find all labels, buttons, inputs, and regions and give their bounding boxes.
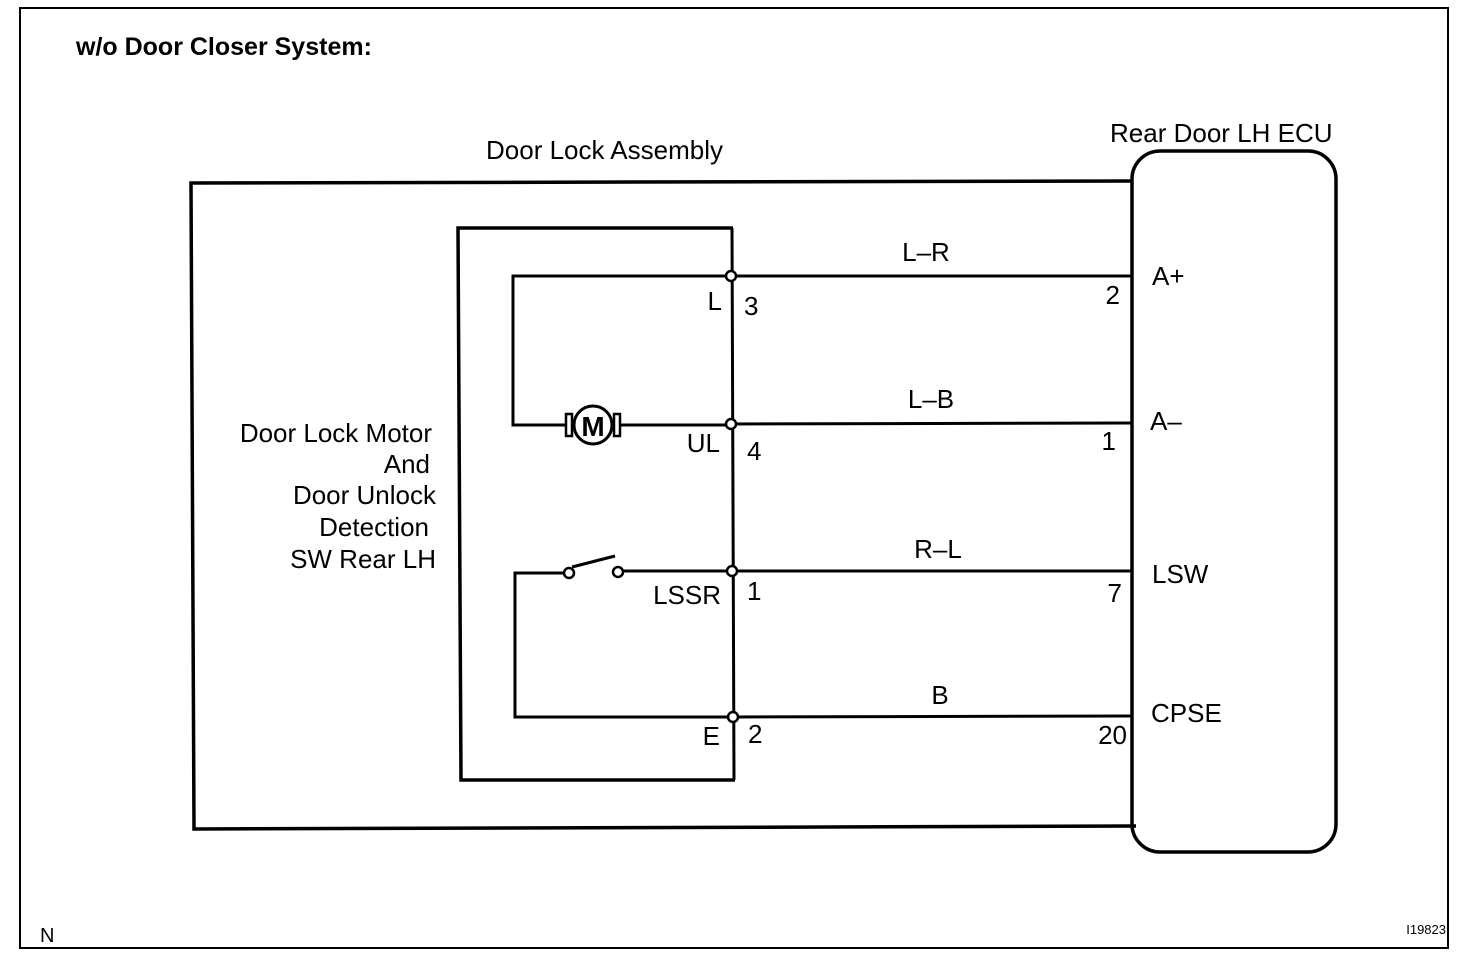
ecu-pin-number-a-plus: 2 [1106, 280, 1120, 310]
terminal-name-e: E [703, 721, 720, 751]
ecu-pin-number-lsw: 7 [1108, 578, 1122, 608]
ecu-pin-number-a-minus: 1 [1102, 426, 1116, 456]
wire-b [731, 714, 1133, 719]
wire-label-l-r: L–R [902, 237, 950, 267]
terminal-number-lssr: 1 [747, 576, 761, 606]
motor-loop-wire [511, 274, 731, 427]
ecu-pin-name-cpse: CPSE [1151, 698, 1222, 728]
terminal-name-lssr: LSSR [653, 580, 721, 610]
switch-loop-wire [513, 571, 732, 719]
ecu-label: Rear Door LH ECU [1110, 118, 1333, 148]
assembly-label: Door Lock Assembly [486, 135, 723, 165]
terminal-name-ul: UL [687, 428, 720, 458]
ecu-pin-name-a-plus: A+ [1152, 261, 1185, 291]
diagram-frame [19, 7, 1449, 949]
wire-l-b [730, 421, 1133, 426]
motor-icon: M [564, 404, 622, 446]
node-lssr [725, 564, 739, 578]
terminal-number-ul: 4 [747, 436, 761, 466]
ecu-pin-name-a-minus: A– [1150, 406, 1182, 436]
ecu-box [1130, 149, 1338, 854]
component-label-line: SW Rear LH [290, 544, 436, 574]
component-box [456, 226, 735, 782]
motor-symbol: M [581, 411, 604, 442]
terminal-number-e: 2 [748, 719, 762, 749]
footer-figure-id: I19823 [1406, 922, 1446, 937]
component-label-line: Detection [319, 512, 429, 542]
switch-icon [562, 554, 731, 580]
ecu-pin-name-lsw: LSW [1152, 559, 1209, 589]
wire-label-l-b: L–B [908, 384, 954, 414]
diagram-title: w/o Door Closer System: [75, 33, 372, 61]
component-label-line: And [384, 449, 430, 479]
assembly-box [189, 179, 1137, 831]
terminal-name-l: L [708, 286, 722, 316]
node-ul [724, 417, 738, 431]
node-l [724, 269, 738, 283]
wire-label-b: B [931, 680, 948, 710]
footer-left-code: N [40, 925, 54, 947]
component-label-line: Door Unlock [293, 480, 437, 510]
ecu-pin-number-cpse: 20 [1098, 720, 1127, 750]
component-label-line: Door Lock Motor [240, 418, 433, 448]
component-bus [730, 227, 736, 781]
terminal-number-l: 3 [744, 291, 758, 321]
wire-label-r-l: R–L [914, 534, 962, 564]
node-e [726, 710, 740, 724]
component-label: Door Lock Motor And Door Unlock Detectio… [240, 418, 437, 574]
